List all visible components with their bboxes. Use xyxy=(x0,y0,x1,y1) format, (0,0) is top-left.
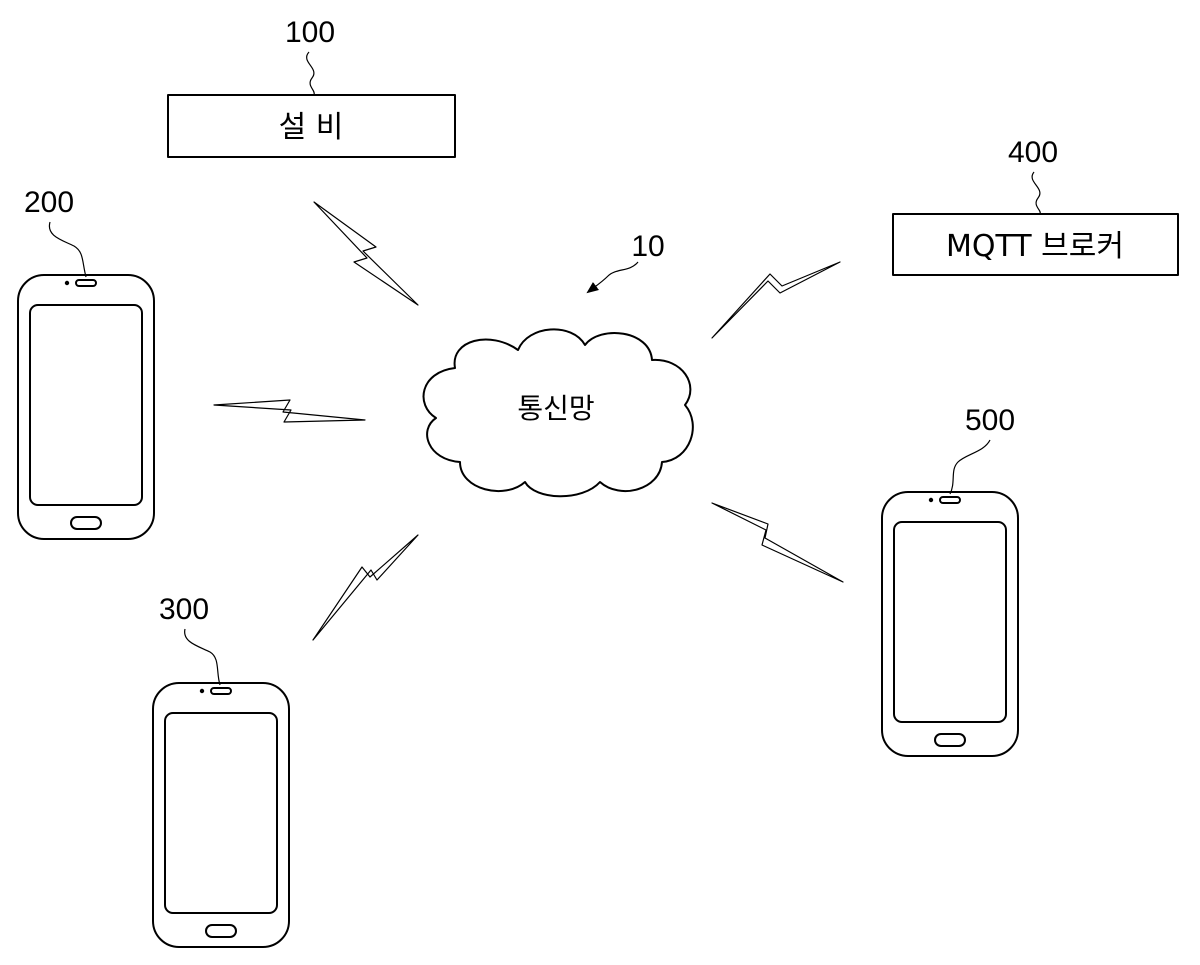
terminal-500-phone-icon xyxy=(882,492,1018,756)
equipment-label: 설 비 xyxy=(279,110,344,145)
wireless-link-icon xyxy=(313,535,418,640)
terminal-500-ref: 500 xyxy=(965,404,1015,437)
wireless-link-icon xyxy=(712,262,840,338)
equipment-ref: 100 xyxy=(285,16,335,49)
broker-ref: 400 xyxy=(1008,136,1058,169)
equipment-leader xyxy=(307,52,315,95)
network-ref: 10 xyxy=(631,230,664,263)
terminal-300-phone-icon xyxy=(153,683,289,947)
broker-label: MQTT 브로커 xyxy=(946,229,1124,264)
terminal-200-node: 200 xyxy=(18,186,154,539)
network-label: 통신망 xyxy=(517,392,594,425)
terminal-200-leader xyxy=(49,222,86,277)
wireless-link-icon xyxy=(712,503,843,582)
terminal-300-node: 300 xyxy=(153,593,289,947)
wireless-link-icon xyxy=(214,400,365,422)
equipment-node: 100 설 비 xyxy=(168,16,455,157)
network-node: 10 통신망 xyxy=(424,230,693,496)
terminal-200-phone-icon xyxy=(18,275,154,539)
wireless-link-icon xyxy=(314,202,418,305)
broker-node: 400 MQTT 브로커 xyxy=(893,136,1178,275)
broker-leader xyxy=(1032,172,1040,214)
terminal-200-ref: 200 xyxy=(24,186,74,219)
network-ref-arrow xyxy=(588,262,638,292)
terminal-300-ref: 300 xyxy=(159,593,209,626)
terminal-500-node: 500 xyxy=(882,404,1018,756)
terminal-500-leader xyxy=(950,440,990,494)
terminal-300-leader xyxy=(185,629,220,685)
